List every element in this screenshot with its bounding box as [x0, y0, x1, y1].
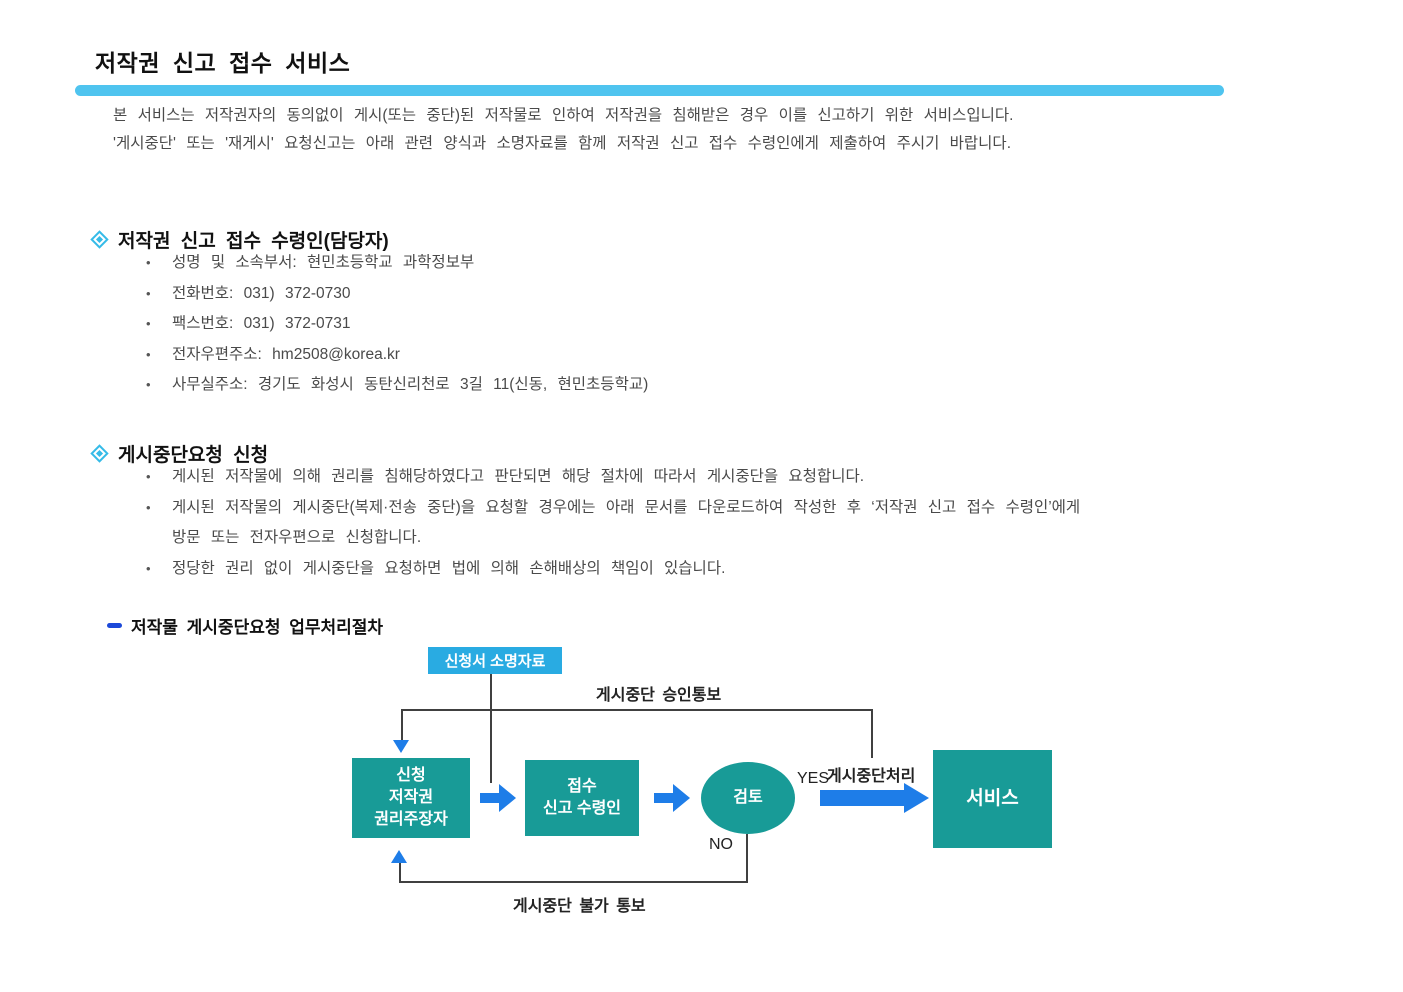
connector-line	[871, 710, 873, 758]
list-item-text: 전화번호: 031) 372-0730	[172, 284, 351, 302]
recipient-list: 성명 및 소속부서: 현민초등학교 과학정보부 전화번호: 031) 372-0…	[146, 248, 648, 401]
node-text: 신고 수령인	[542, 800, 622, 817]
intro-line: 본 서비스는 저작권자의 동의없이 게시(또는 중단)된 저작물로 인하여 저작…	[113, 107, 1014, 124]
thick-arrow-head-icon	[904, 783, 929, 813]
dash-icon	[107, 623, 122, 628]
section-title: 게시중단요청 신청	[118, 445, 269, 466]
flow-node-review: 검토	[701, 762, 795, 834]
flow-subheading: 저작물 게시중단요청 업무처리절차	[107, 613, 383, 638]
list-item: 정당한 권리 없이 게시중단을 요청하면 법에 의해 손해배상의 책임이 있습니…	[146, 554, 1080, 585]
connector-line	[490, 674, 492, 783]
diamond-icon	[90, 230, 109, 249]
flow-node-application-docs: 신청서 소명자료	[428, 647, 562, 674]
intro-paragraph: 본 서비스는 저작권자의 동의없이 게시(또는 중단)된 저작물로 인하여 저작…	[113, 102, 1013, 157]
list-item: 성명 및 소속부서: 현민초등학교 과학정보부	[146, 248, 648, 279]
flow-node-receiver: 접수 신고 수령인	[525, 760, 639, 836]
connector-line	[399, 881, 748, 883]
node-text: 신청	[396, 767, 426, 784]
flow-subheading-text: 저작물 게시중단요청 업무처리절차	[131, 618, 384, 637]
arrow-down-icon	[393, 740, 409, 753]
section-title: 저작권 신고 접수 수령인(담당자)	[118, 231, 389, 252]
flow-label-deny: 게시중단 불가 통보	[513, 898, 646, 915]
flow-label-process: 게시중단처리	[827, 768, 916, 785]
thick-arrow-right-icon	[820, 790, 904, 806]
page-title: 저작권 신고 접수 서비스	[95, 50, 351, 76]
arrow-right-icon	[654, 784, 692, 812]
list-item: 팩스번호: 031) 372-0731	[146, 309, 648, 340]
list-item: 게시된 저작물에 의해 권리를 침해당하였다고 판단되면 해당 절차에 따라서 …	[146, 462, 1080, 493]
flow-label-no: NO	[709, 836, 733, 853]
node-text: 접수	[567, 778, 597, 795]
intro-line: '게시중단' 또는 '재게시' 요청신고는 아래 관련 양식과 소명자료를 함께…	[113, 134, 1012, 152]
flow-node-applicant: 신청 저작권 권리주장자	[352, 758, 470, 838]
list-item-text: 사무실주소: 경기도 화성시 동탄신리천로 3길 11(신동, 현민초등학교)	[172, 376, 649, 394]
list-item-text: 팩스번호: 031) 372-0731	[172, 315, 351, 333]
list-item-text: 게시된 저작물에 의해 권리를 침해당하였다고 판단되면 해당 절차에 따라서 …	[172, 468, 865, 485]
list-item: 전자우편주소: hm2508@korea.kr	[146, 340, 648, 371]
arrow-right-icon	[480, 784, 518, 812]
flow-label-yes: YES	[797, 770, 830, 787]
flow-label-approve: 게시중단 승인통보	[596, 687, 722, 704]
connector-line	[399, 862, 401, 882]
list-item-text: 정당한 권리 없이 게시중단을 요청하면 법에 의해 손해배상의 책임이 있습니…	[172, 559, 726, 577]
title-underline-bar	[75, 85, 1224, 96]
flow-node-service: 서비스	[933, 750, 1052, 848]
list-item-text: 게시된 저작물의 게시중단(복제·전송 중단)을 요청할 경우에는 아래 문서를…	[172, 498, 1081, 516]
arrow-up-icon	[391, 850, 407, 863]
node-text: 저작권	[388, 789, 434, 806]
takedown-list: 게시된 저작물에 의해 권리를 침해당하였다고 판단되면 해당 절차에 따라서 …	[146, 462, 1080, 584]
connector-line	[746, 834, 748, 883]
section-heading-recipient: 저작권 신고 접수 수령인(담당자)	[90, 226, 389, 253]
list-item: 전화번호: 031) 372-0730	[146, 279, 648, 310]
connector-line	[401, 710, 403, 741]
list-item-text: 성명 및 소속부서: 현민초등학교 과학정보부	[172, 254, 475, 271]
connector-line	[401, 709, 873, 711]
list-item: 게시된 저작물의 게시중단(복제·전송 중단)을 요청할 경우에는 아래 문서를…	[146, 493, 1080, 554]
section-heading-takedown-request: 게시중단요청 신청	[90, 440, 269, 467]
takedown-process-flowchart: 신청서 소명자료 게시중단 승인통보 신청 저작권 권리주장자 접수 신고 수령…	[0, 640, 1403, 940]
node-text: 권리주장자	[374, 811, 448, 828]
list-item-text: 방문 또는 전자우편으로 신청합니다.	[172, 529, 422, 547]
list-item-text: 전자우편주소: hm2508@korea.kr	[172, 345, 400, 363]
list-item: 사무실주소: 경기도 화성시 동탄신리천로 3길 11(신동, 현민초등학교)	[146, 370, 648, 401]
diamond-icon	[90, 444, 109, 463]
